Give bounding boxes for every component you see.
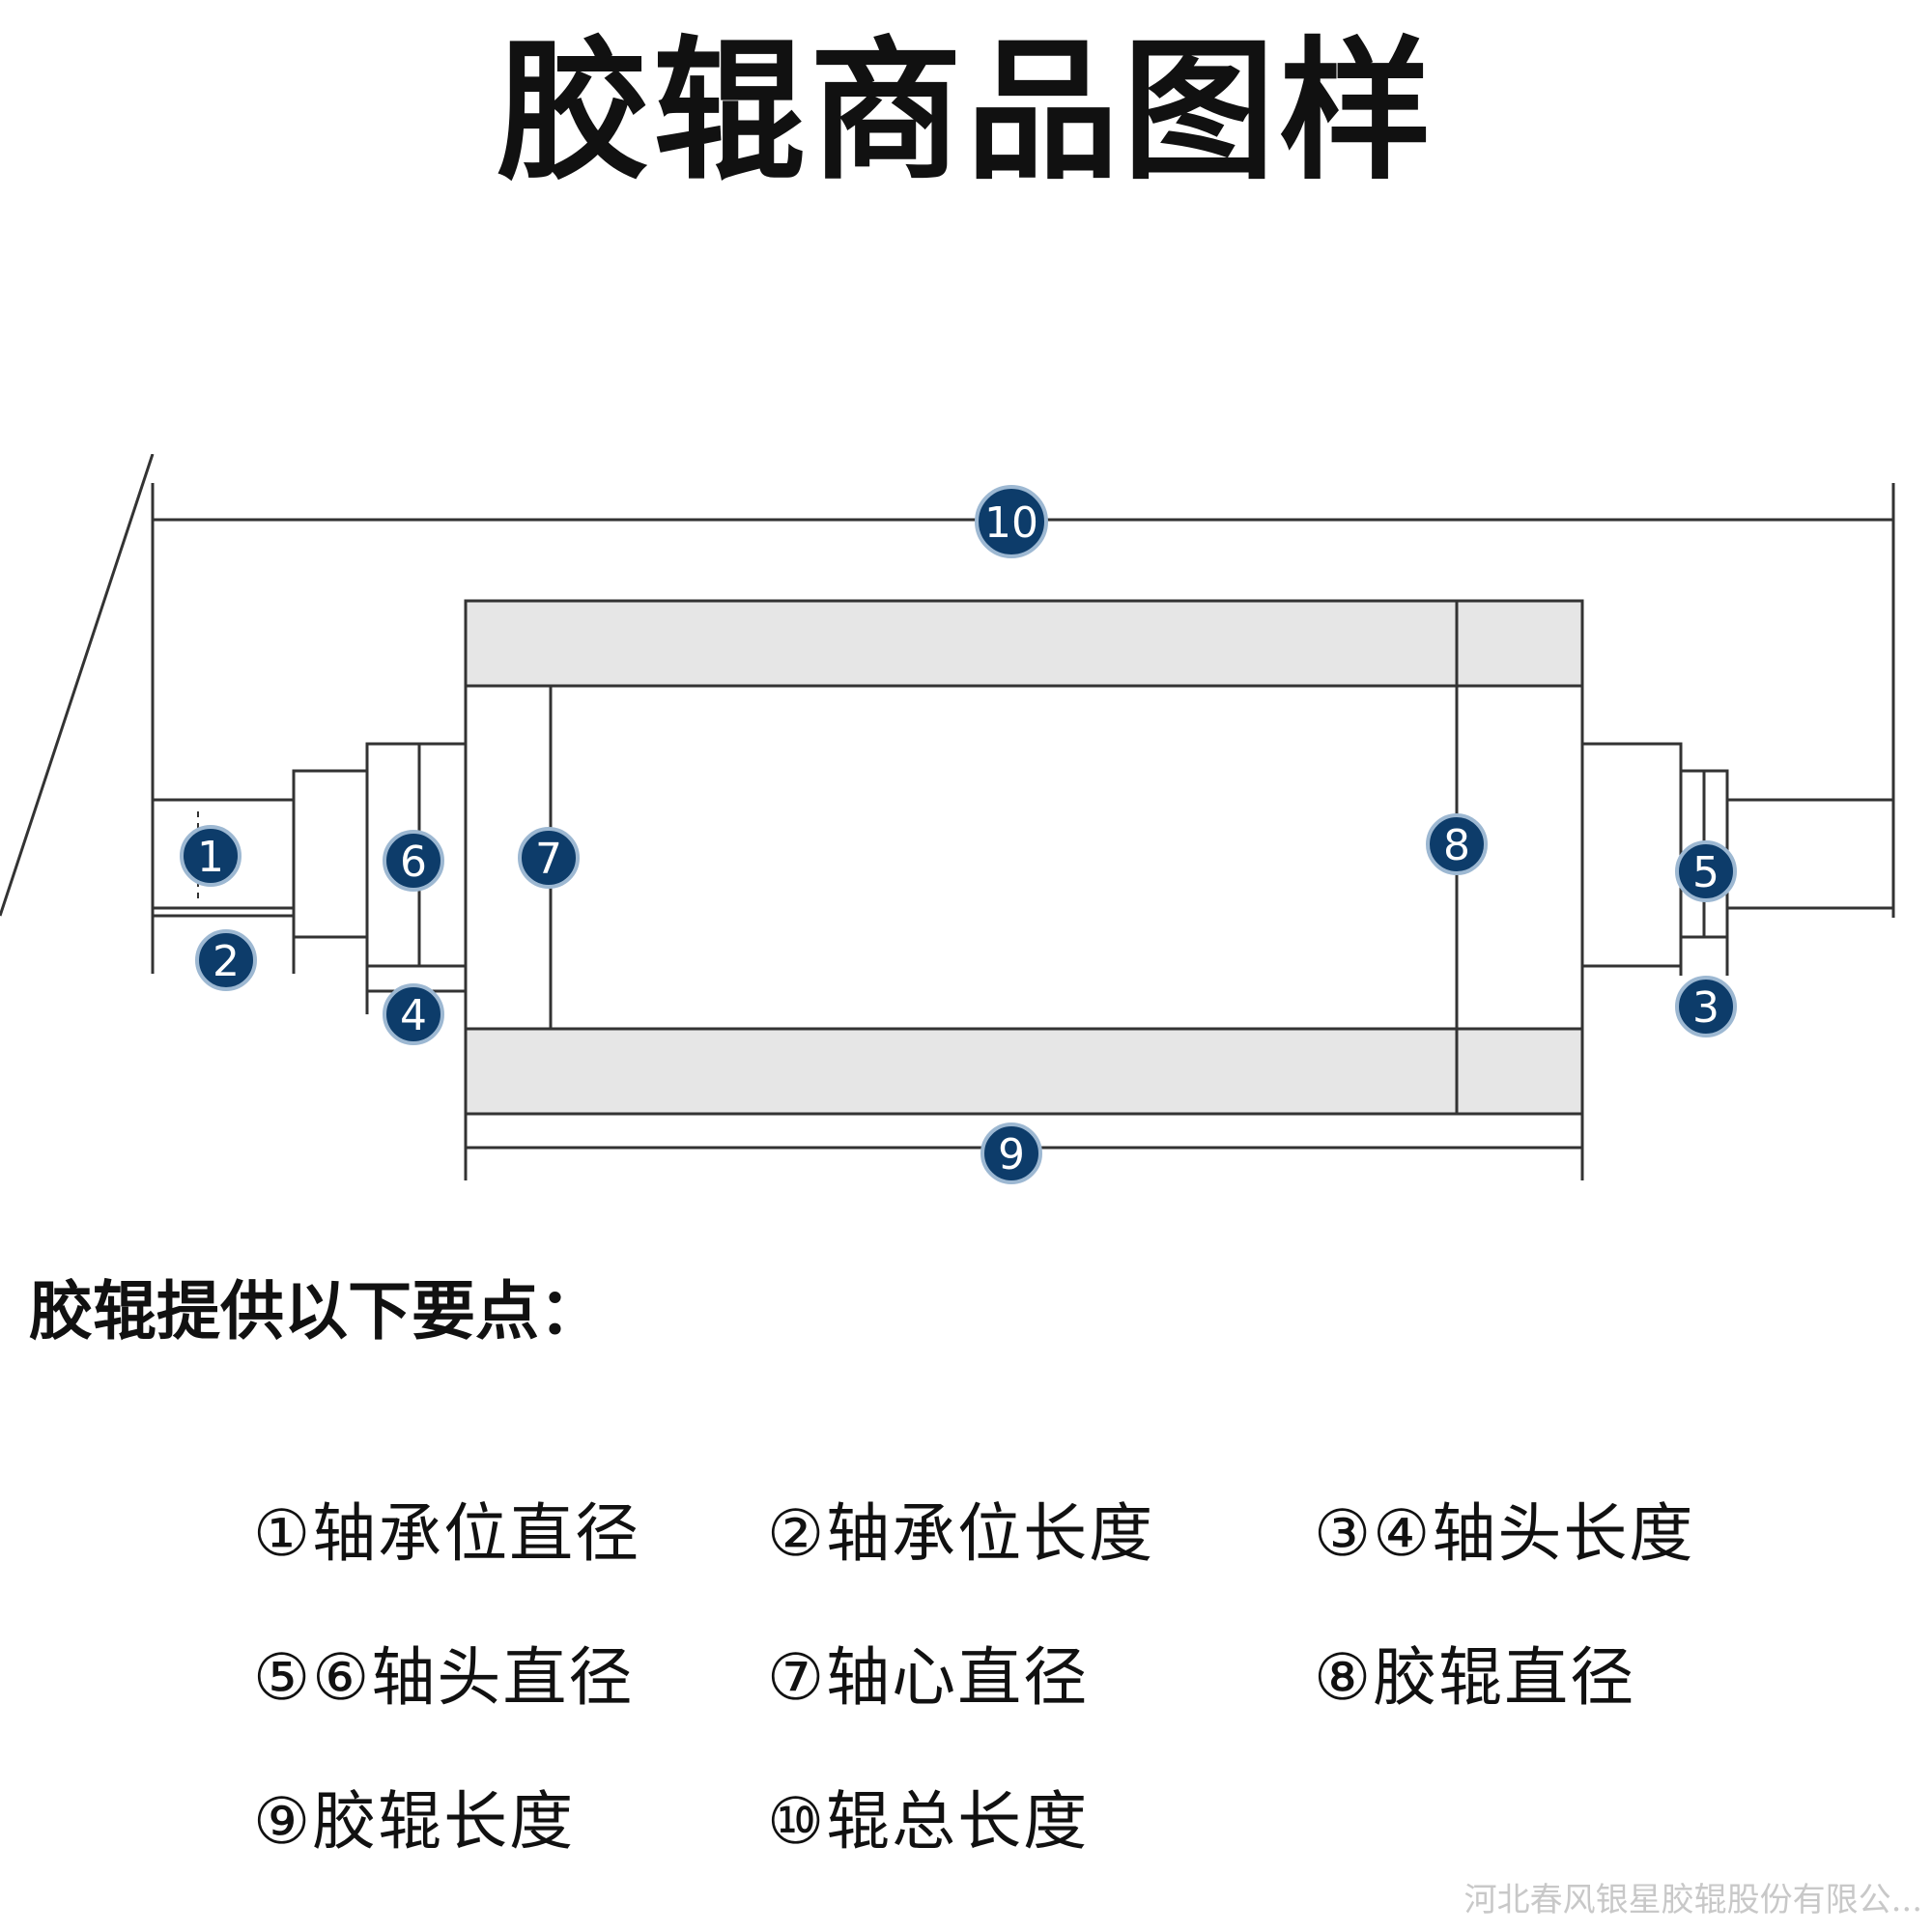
watermark: 河北春风银星胶辊股份有限公... bbox=[1463, 1881, 1922, 1919]
callout-4: 4 bbox=[383, 983, 444, 1045]
legend-item-5-6: ⑤⑥轴头直径 bbox=[253, 1640, 635, 1716]
dimension-line-2 bbox=[0, 454, 155, 917]
callout-3-label: 3 bbox=[1692, 983, 1719, 1033]
callout-1: 1 bbox=[180, 825, 242, 887]
section-heading: 胶辊提供以下要点： bbox=[29, 1274, 603, 1349]
legend-item-7: ⑦轴心直径 bbox=[767, 1640, 1090, 1716]
callout-3: 3 bbox=[1675, 976, 1737, 1037]
callout-10: 10 bbox=[975, 485, 1048, 558]
callout-9-label: 9 bbox=[998, 1130, 1025, 1179]
callout-2-label: 2 bbox=[213, 937, 240, 986]
callout-9: 9 bbox=[980, 1122, 1042, 1184]
legend-item-10: ⑩辊总长度 bbox=[767, 1784, 1090, 1860]
callout-8-label: 8 bbox=[1443, 821, 1470, 870]
callout-1-label: 1 bbox=[197, 833, 224, 882]
shaft-step-right bbox=[1580, 742, 1683, 968]
callout-6-label: 6 bbox=[400, 838, 427, 887]
callout-7: 7 bbox=[518, 827, 580, 889]
legend-item-2: ②轴承位长度 bbox=[767, 1496, 1155, 1571]
page-title: 胶辊商品图样 bbox=[497, 23, 1435, 201]
bearing-seat-right bbox=[1725, 798, 1895, 910]
rubber-layer-bottom bbox=[464, 1027, 1584, 1116]
callout-5: 5 bbox=[1675, 840, 1737, 902]
callout-4-label: 4 bbox=[400, 991, 427, 1040]
callout-6: 6 bbox=[383, 830, 444, 892]
callout-8: 8 bbox=[1426, 813, 1488, 875]
roller-core bbox=[464, 684, 1584, 1031]
legend-list: ①轴承位直径 ②轴承位长度 ③④轴头长度 ⑤⑥轴头直径 ⑦轴心直径 ⑧胶辊直径 … bbox=[253, 1495, 1895, 1861]
callout-5-label: 5 bbox=[1692, 848, 1719, 897]
legend-item-8: ⑧胶辊直径 bbox=[1314, 1640, 1636, 1716]
legend-item-9: ⑨胶辊长度 bbox=[253, 1784, 576, 1860]
callout-markers: 10 1 2 6 4 7 8 5 bbox=[180, 485, 1737, 1184]
callout-2: 2 bbox=[195, 929, 257, 991]
legend-item-1: ①轴承位直径 bbox=[253, 1496, 641, 1571]
callout-7-label: 7 bbox=[535, 835, 562, 884]
callout-10-label: 10 bbox=[984, 498, 1038, 548]
legend-item-3-4: ③④轴头长度 bbox=[1314, 1496, 1695, 1571]
rubber-layer-top bbox=[464, 599, 1584, 688]
shaft-step-left bbox=[292, 769, 369, 939]
roller-diagram: 10 1 2 6 4 7 8 5 bbox=[0, 454, 1895, 1184]
